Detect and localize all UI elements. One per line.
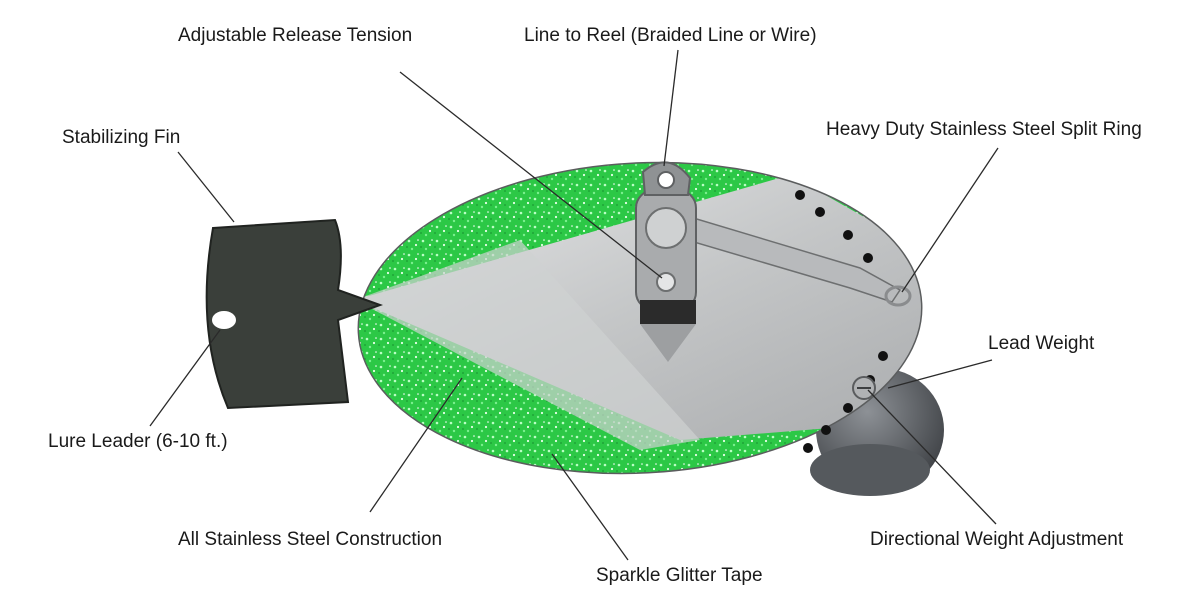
- leader-lure-leader: [149, 329, 221, 427]
- leader-weight-adjustment: [867, 389, 997, 525]
- split-ring: [884, 285, 912, 307]
- label-lead-weight: Lead Weight: [988, 333, 1095, 354]
- leader-release-tension: [399, 71, 663, 279]
- leader-split-ring: [901, 147, 999, 293]
- label-lure-leader: Lure Leader (6-10 ft.): [48, 431, 228, 452]
- leader-stainless: [369, 377, 463, 513]
- leader-lead-weight: [887, 359, 993, 389]
- label-release-tension: Adjustable Release Tension: [178, 25, 413, 46]
- release-arm: [635, 161, 902, 362]
- leader-lines: [149, 49, 999, 561]
- leader-glitter-tape: [551, 453, 629, 561]
- label-split-ring: Heavy Duty Stainless Steel Split Ring: [826, 119, 1142, 140]
- adjustment-screw: [852, 376, 876, 400]
- label-line-to-reel: Line to Reel (Braided Line or Wire): [524, 25, 817, 46]
- leader-line-to-reel: [663, 49, 679, 167]
- stabilizing-fin: [205, 218, 383, 410]
- label-stainless-construction: All Stainless Steel Construction: [178, 529, 443, 550]
- adjustment-holes: [795, 190, 888, 453]
- label-glitter-tape: Sparkle Glitter Tape: [596, 565, 763, 586]
- leader-stabilizing-fin: [177, 151, 235, 223]
- label-weight-adjustment: Directional Weight Adjustment: [870, 529, 1124, 550]
- label-stabilizing-fin: Stabilizing Fin: [62, 127, 181, 148]
